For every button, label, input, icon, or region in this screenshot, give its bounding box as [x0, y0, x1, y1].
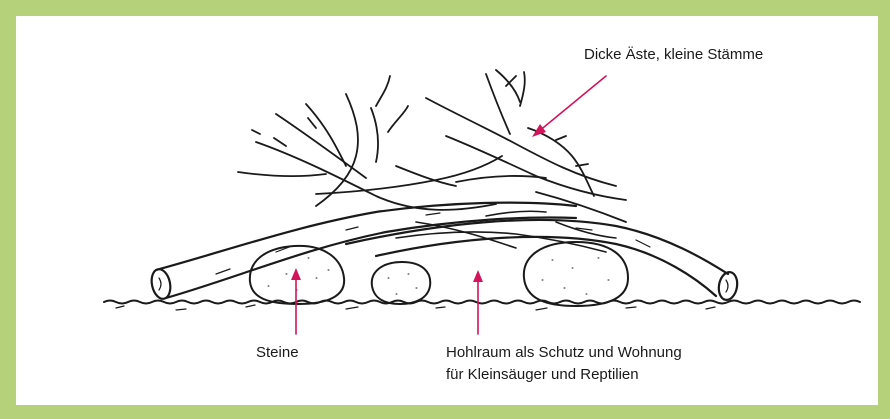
- ground-line: [104, 301, 860, 304]
- right-log: [346, 220, 739, 301]
- left-log: [149, 203, 576, 301]
- stone-middle: [372, 262, 430, 304]
- stone-right: [524, 242, 628, 306]
- pointer-branches: [532, 76, 606, 137]
- label-branches: Dicke Äste, kleine Stämme: [584, 44, 763, 66]
- right-branches: [426, 70, 626, 222]
- label-cavity-line2: für Kleinsäuger und Reptilien: [446, 364, 639, 386]
- label-stones: Steine: [256, 342, 299, 364]
- label-cavity-line1: Hohlraum als Schutz und Wohnung: [446, 342, 682, 364]
